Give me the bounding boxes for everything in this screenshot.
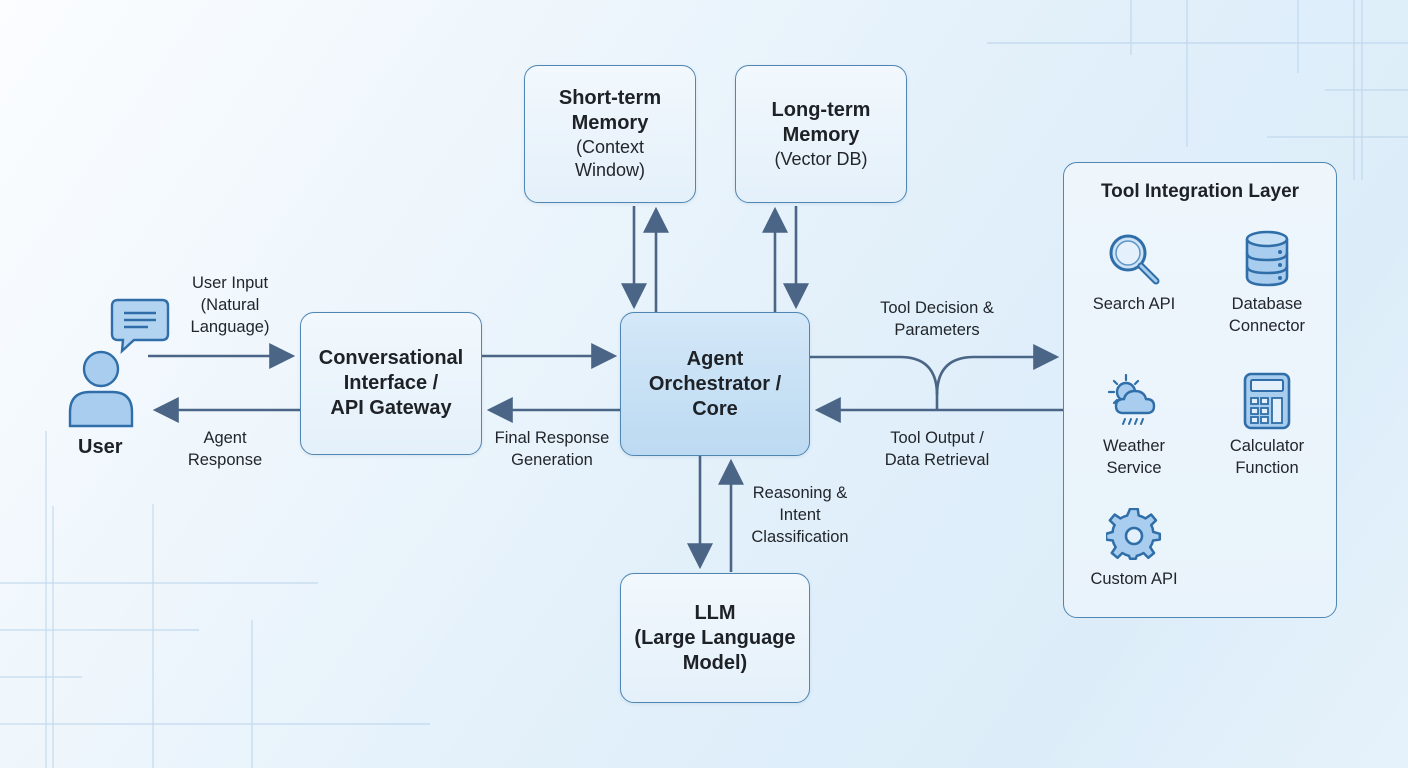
user-label: User [78, 436, 123, 458]
weather-icon [1107, 373, 1156, 425]
node-short-term-memory[interactable]: Short-term Memory (Context Window) [524, 65, 696, 203]
node-agent-core[interactable]: Agent Orchestrator / Core [620, 312, 810, 456]
tool-integration-layer[interactable]: Tool Integration Layer Search API Databa… [1063, 162, 1337, 618]
tool-database-connector[interactable]: Database Connector [1202, 229, 1332, 337]
user-icon [68, 350, 134, 428]
tool-weather-service[interactable]: Weather Service [1069, 371, 1199, 479]
tool-layer-title: Tool Integration Layer [1100, 181, 1300, 202]
tool-custom-api[interactable]: Custom API [1069, 508, 1199, 590]
database-icon [1245, 230, 1289, 287]
label-tool-output: Tool Output / Data Retrieval [884, 429, 990, 469]
arrow-core-to-tools [810, 344, 1060, 396]
label-tool-decision: Tool Decision & Parameters [880, 299, 994, 339]
node-long-term-memory[interactable]: Long-term Memory (Vector DB) [735, 65, 907, 203]
calculator-icon [1243, 372, 1291, 430]
search-icon [1109, 234, 1160, 285]
node-gateway[interactable]: Conversational Interface / API Gateway [300, 312, 482, 455]
label-reasoning: Reasoning & Intent Classification [751, 484, 849, 546]
tool-search-api[interactable]: Search API [1069, 229, 1199, 315]
label-agent-response: Agent Response [187, 429, 263, 469]
gear-icon [1106, 508, 1162, 561]
chat-bubble-icon [110, 298, 170, 354]
label-final-response: Final Response Generation [494, 429, 610, 469]
label-user-input: User Input (Natural Language) [190, 274, 270, 336]
node-llm[interactable]: LLM (Large Language Model) [620, 573, 810, 703]
tool-calculator-function[interactable]: Calculator Function [1202, 371, 1332, 479]
